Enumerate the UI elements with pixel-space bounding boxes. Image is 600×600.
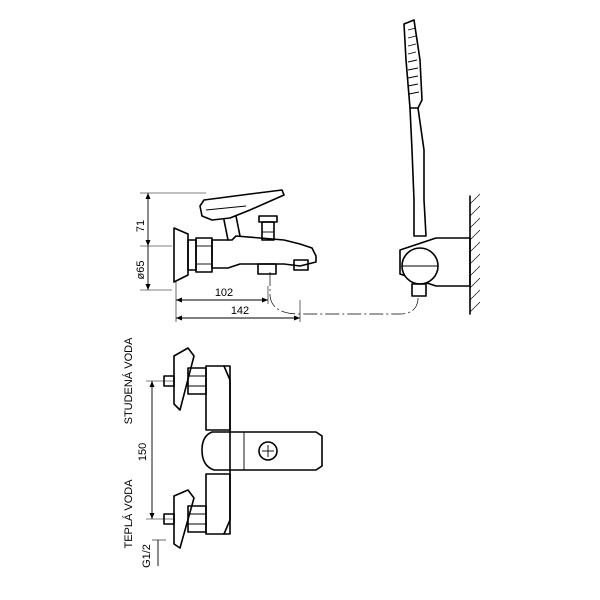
hot-water-label: TEPLÁ VODA <box>122 479 135 549</box>
dim-71-label: 71 <box>135 220 147 232</box>
dim-102-label: 102 <box>215 287 233 299</box>
front-dimensions <box>146 380 174 566</box>
dim-150-label: 150 <box>137 443 149 461</box>
mixer-front-view <box>163 347 323 549</box>
dim-142-label: 142 <box>231 305 249 317</box>
hand-shower-view <box>399 19 481 315</box>
shower-hose <box>269 272 419 315</box>
side-dimensions <box>140 192 301 322</box>
dim-65-label: ø65 <box>135 261 147 280</box>
cold-water-label: STUDENÁ VODA <box>122 337 135 424</box>
thread-g12-label: G1/2 <box>141 544 153 568</box>
mixer-side-view <box>173 189 317 283</box>
